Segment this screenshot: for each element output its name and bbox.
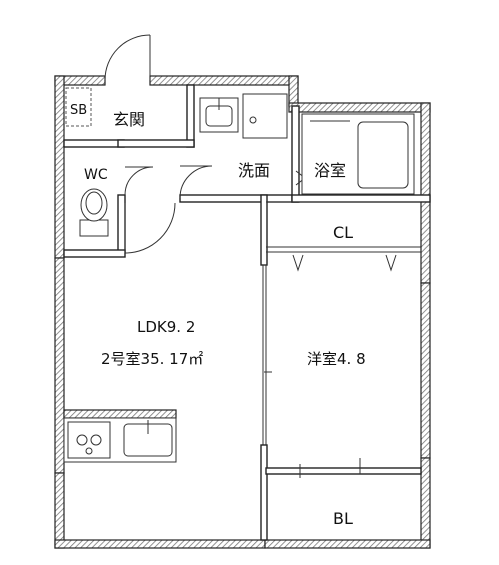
wash-basin-icon [199,97,239,133]
doors [104,34,397,478]
shoebox-outline [65,87,92,127]
unit-area-label: 2号室35. 17㎡ [101,350,203,368]
room-labels: SB 玄関 WC 洗面 浴室 CL LDK9. 2 2号室35. 17㎡ 洋室4… [70,103,366,528]
exterior-walls [54,75,431,549]
toilet-icon [79,188,109,237]
cl-label: CL [333,223,353,242]
bathtub-icon [301,113,415,195]
senmen-label: 洗面 [238,161,270,180]
kitchen-counter-icon [63,409,177,463]
sb-label: SB [70,103,87,118]
interior-walls [63,84,431,541]
youshitsu-label: 洋室4. 8 [307,350,366,368]
bl-label: BL [333,509,353,528]
wc-label: WC [84,167,108,183]
yokushitsu-label: 浴室 [314,161,346,180]
ldk-label: LDK9. 2 [137,318,195,336]
genkan-label: 玄関 [113,110,145,129]
washing-machine-space-icon [242,93,288,139]
fixtures [63,87,421,463]
